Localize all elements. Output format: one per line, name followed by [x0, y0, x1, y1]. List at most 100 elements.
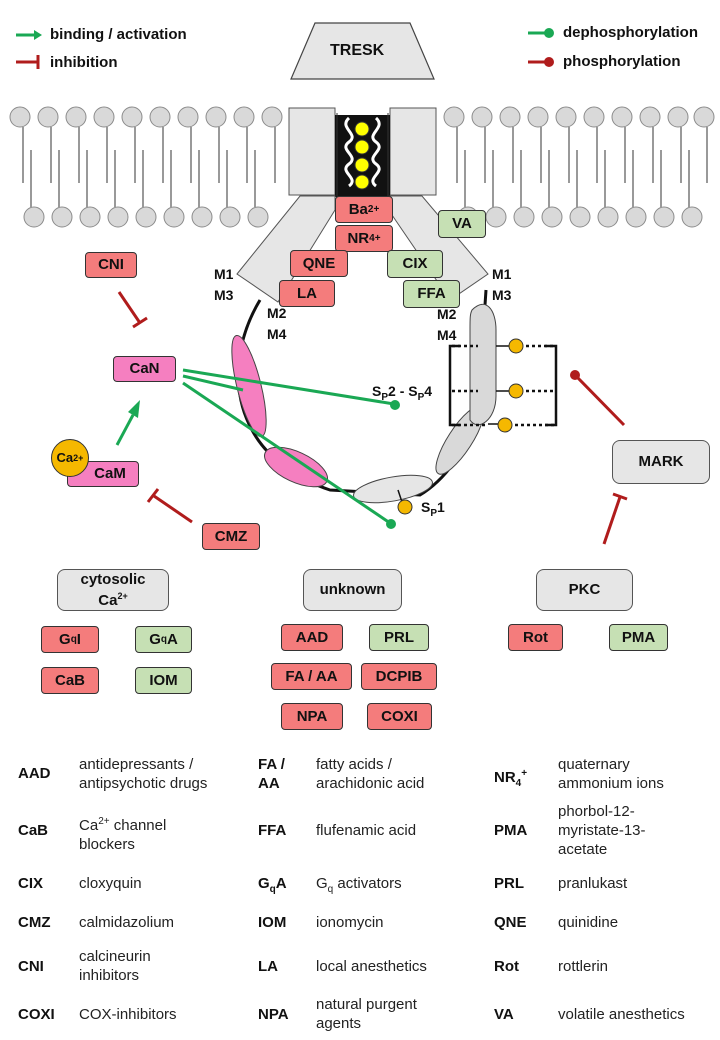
- dcpib-box[interactable]: DCPIB: [361, 663, 437, 690]
- lipid-head: [37, 106, 59, 128]
- abbr-la: LA: [258, 958, 278, 975]
- lipid-head: [233, 106, 255, 128]
- m4-right-label: M4: [437, 327, 457, 343]
- coxi-box[interactable]: COXI: [367, 703, 432, 730]
- abbr-gqa: GqA: [258, 875, 287, 895]
- aad-box[interactable]: AAD: [281, 624, 343, 651]
- grey-helix-bottom: [353, 474, 433, 504]
- lipid-head: [121, 106, 143, 128]
- legend-dephos-label: dephosphorylation: [563, 24, 698, 41]
- lipid-head: [247, 206, 269, 228]
- lipid-head: [163, 206, 185, 228]
- lipid-head: [219, 206, 241, 228]
- sp2-sp4-label: SP2 - SP4: [372, 383, 433, 403]
- la-box[interactable]: LA: [279, 280, 335, 307]
- m3-right-label: M3: [492, 287, 512, 303]
- lipid-head: [667, 106, 689, 128]
- abbr-cmz: CMZ: [18, 914, 51, 931]
- desc-prl: pranlukast: [558, 875, 628, 892]
- abbr-qne: QNE: [494, 914, 527, 931]
- lipid-head: [205, 106, 227, 128]
- faaa-box[interactable]: FA / AA: [271, 663, 352, 690]
- pma-box[interactable]: PMA: [609, 624, 668, 651]
- cmz-inhibition-arrow: [146, 488, 193, 524]
- m4-left-label: M4: [267, 326, 287, 342]
- desc-pma: phorbol-12-myristate-13-acetate: [558, 803, 646, 858]
- lipid-head: [653, 206, 675, 228]
- iom-box[interactable]: IOM: [135, 667, 192, 694]
- abbr-cni: CNI: [18, 958, 44, 975]
- cni-box[interactable]: CNI: [85, 252, 137, 278]
- lipid-head: [191, 206, 213, 228]
- desc-ffa: flufenamic acid: [316, 822, 417, 839]
- m3-left-label: M3: [214, 287, 234, 303]
- desc-iom: ionomycin: [316, 914, 384, 931]
- abbr-pma: PMA: [494, 822, 528, 839]
- abbr-faaa: FA / AA: [258, 756, 285, 792]
- legend-inhibition-symbol: [16, 55, 40, 69]
- prl-box[interactable]: PRL: [369, 624, 429, 651]
- abbr-cix: CIX: [18, 875, 44, 892]
- desc-gqa: Gq activators: [316, 875, 402, 895]
- unknown-box[interactable]: unknown: [303, 569, 402, 611]
- desc-va: volatile anesthetics: [558, 1006, 685, 1023]
- lipid-head: [569, 206, 591, 228]
- qne-box[interactable]: QNE: [290, 250, 348, 277]
- lipid-head: [261, 106, 283, 128]
- lipid-head: [177, 106, 199, 128]
- rot-box[interactable]: Rot: [508, 624, 563, 651]
- lipid-head: [611, 106, 633, 128]
- desc-cmz: calmidazolium: [79, 914, 175, 931]
- desc-coxi: COX-inhibitors: [79, 1006, 177, 1023]
- lipid-head: [499, 106, 521, 128]
- lipid-head: [527, 106, 549, 128]
- lipid-head: [639, 106, 661, 128]
- desc-rot: rottlerin: [558, 958, 609, 975]
- can-box[interactable]: CaN: [113, 356, 176, 382]
- lipid-bilayer: [9, 106, 715, 228]
- va-box[interactable]: VA: [438, 210, 486, 238]
- filter-ions: [344, 116, 381, 190]
- legend-phos-label: phosphorylation: [563, 53, 681, 70]
- pkc-inhibition-arrow: [602, 492, 628, 545]
- lipid-head: [597, 206, 619, 228]
- lipid-head: [513, 206, 535, 228]
- abbr-npa: NPA: [258, 1006, 289, 1023]
- cmz-box[interactable]: CMZ: [202, 523, 260, 550]
- can-dephos-lines: [182, 368, 400, 529]
- mark-box[interactable]: MARK: [612, 440, 710, 484]
- cab-box[interactable]: CaB: [41, 667, 99, 694]
- cytosolic-ca-box[interactable]: cytosolic Ca2+: [57, 569, 169, 611]
- abbr-rot: Rot: [494, 958, 519, 975]
- lipid-head: [65, 106, 87, 128]
- ffa-box[interactable]: FFA: [403, 280, 460, 308]
- tresk-title: TRESK: [330, 42, 385, 59]
- abbr-iom: IOM: [258, 914, 287, 931]
- lipid-head: [23, 206, 45, 228]
- desc-qne: quinidine: [558, 914, 619, 931]
- m2-right-label: M2: [437, 306, 457, 322]
- lipid-head: [485, 206, 507, 228]
- pkc-box[interactable]: PKC: [536, 569, 633, 611]
- m1-left-label: M1: [214, 266, 234, 282]
- lipid-head: [9, 106, 31, 128]
- abbr-aad: AAD: [18, 765, 51, 782]
- npa-box[interactable]: NPA: [281, 703, 343, 730]
- abbr-coxi: COXI: [18, 1006, 55, 1023]
- mark-phos-line: [570, 370, 626, 427]
- lipid-head: [625, 206, 647, 228]
- legend-phos-symbol: [528, 57, 554, 67]
- lipid-head: [93, 106, 115, 128]
- cni-inhibition-arrow: [117, 291, 148, 329]
- abbr-cab: CaB: [18, 822, 49, 839]
- lipid-head: [79, 206, 101, 228]
- desc-cab: Ca2+ channel blockers: [79, 816, 167, 853]
- lipid-head: [555, 106, 577, 128]
- abbr-nr4: NR4+: [494, 768, 528, 789]
- cix-box[interactable]: CIX: [387, 250, 443, 278]
